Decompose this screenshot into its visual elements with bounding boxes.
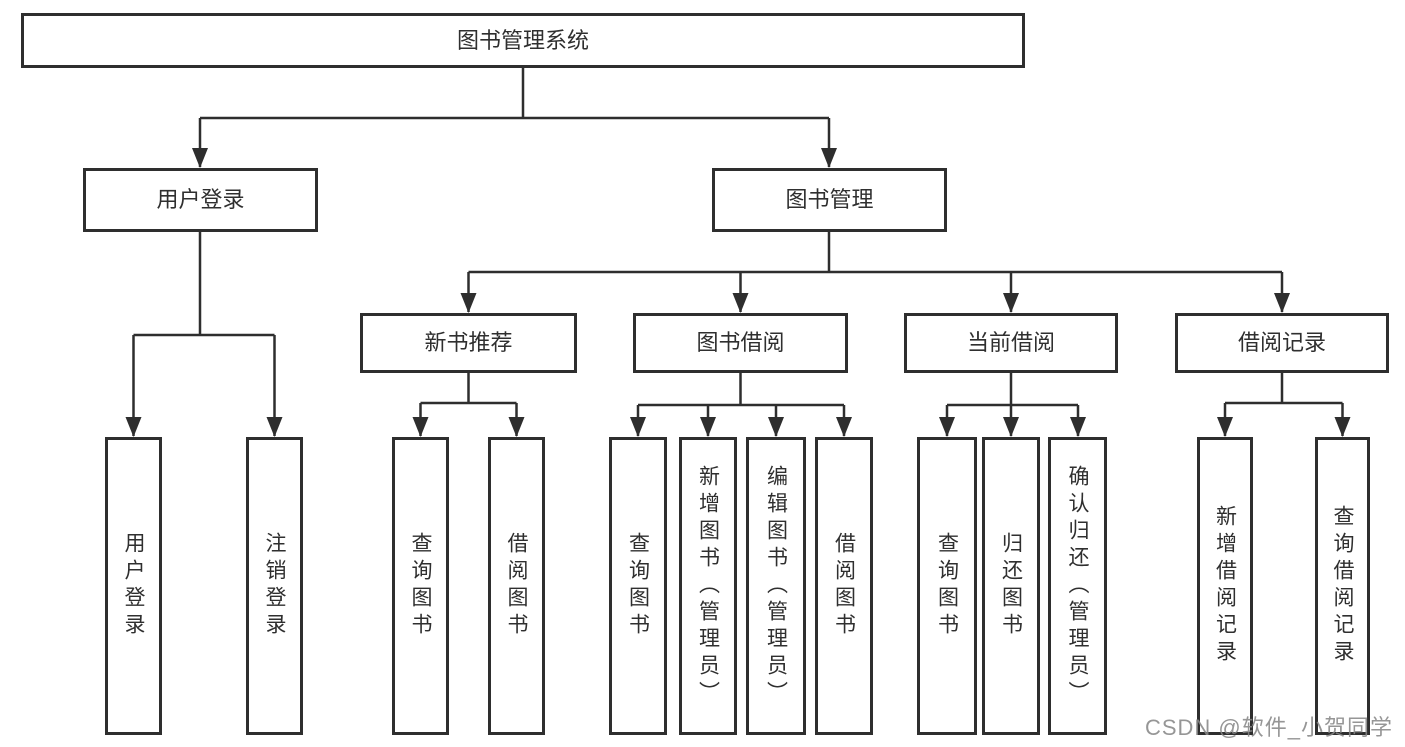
leaf-query-books-2: 查询图书: [609, 437, 667, 735]
node-label: 图书管理系统: [456, 27, 589, 53]
node-label: 新增借阅记录: [1213, 505, 1237, 667]
node-label: 用户登录: [122, 532, 145, 640]
leaf-logout: 注销登录: [246, 437, 303, 735]
node-label: 归还图书: [999, 532, 1023, 640]
node-label: 注销登录: [263, 532, 286, 640]
node-borrowing-records: 借阅记录: [1175, 313, 1389, 373]
node-label: 当前借阅: [966, 330, 1055, 355]
node-label: 借阅记录: [1237, 330, 1326, 355]
watermark: CSDN @软件_小贺同学: [1144, 715, 1393, 740]
node-current-borrowing: 当前借阅: [904, 313, 1118, 373]
node-label: 借阅图书: [832, 532, 856, 640]
leaf-return-books: 归还图书: [982, 437, 1040, 735]
node-label: 查询图书: [409, 532, 432, 640]
node-label: 借阅图书: [505, 532, 528, 640]
node-label: 新增图书（管理员）: [696, 464, 720, 708]
tree-arrows: [125, 118, 1351, 437]
leaf-user-login: 用户登录: [105, 437, 162, 735]
node-user-login: 用户登录: [83, 168, 318, 232]
node-label: 编辑图书（管理员）: [764, 464, 788, 708]
node-label: 确认归还（管理员）: [1066, 464, 1089, 708]
leaf-query-borrow-record: 查询借阅记录: [1315, 437, 1370, 735]
leaf-query-books-1: 查询图书: [392, 437, 449, 735]
leaf-borrow-books-2: 借阅图书: [815, 437, 873, 735]
leaf-query-books-3: 查询图书: [917, 437, 977, 735]
node-book-management: 图书管理: [712, 168, 947, 232]
node-book-borrowing: 图书借阅: [633, 313, 848, 373]
node-new-book-recommendation: 新书推荐: [360, 313, 577, 373]
node-label: 查询图书: [626, 532, 650, 640]
node-label: 查询图书: [935, 532, 959, 640]
node-label: 新书推荐: [424, 330, 513, 355]
leaf-borrow-books-1: 借阅图书: [488, 437, 545, 735]
node-label: 图书借阅: [696, 330, 785, 355]
leaf-edit-books-admin: 编辑图书（管理员）: [746, 437, 806, 735]
leaf-add-borrow-record: 新增借阅记录: [1197, 437, 1253, 735]
node-label: 用户登录: [156, 187, 245, 212]
node-library-system: 图书管理系统: [21, 13, 1025, 68]
node-label: 查询借阅记录: [1331, 505, 1354, 667]
node-label: 图书管理: [785, 187, 874, 212]
leaf-confirm-return-admin: 确认归还（管理员）: [1048, 437, 1107, 735]
leaf-add-books-admin: 新增图书（管理员）: [679, 437, 737, 735]
